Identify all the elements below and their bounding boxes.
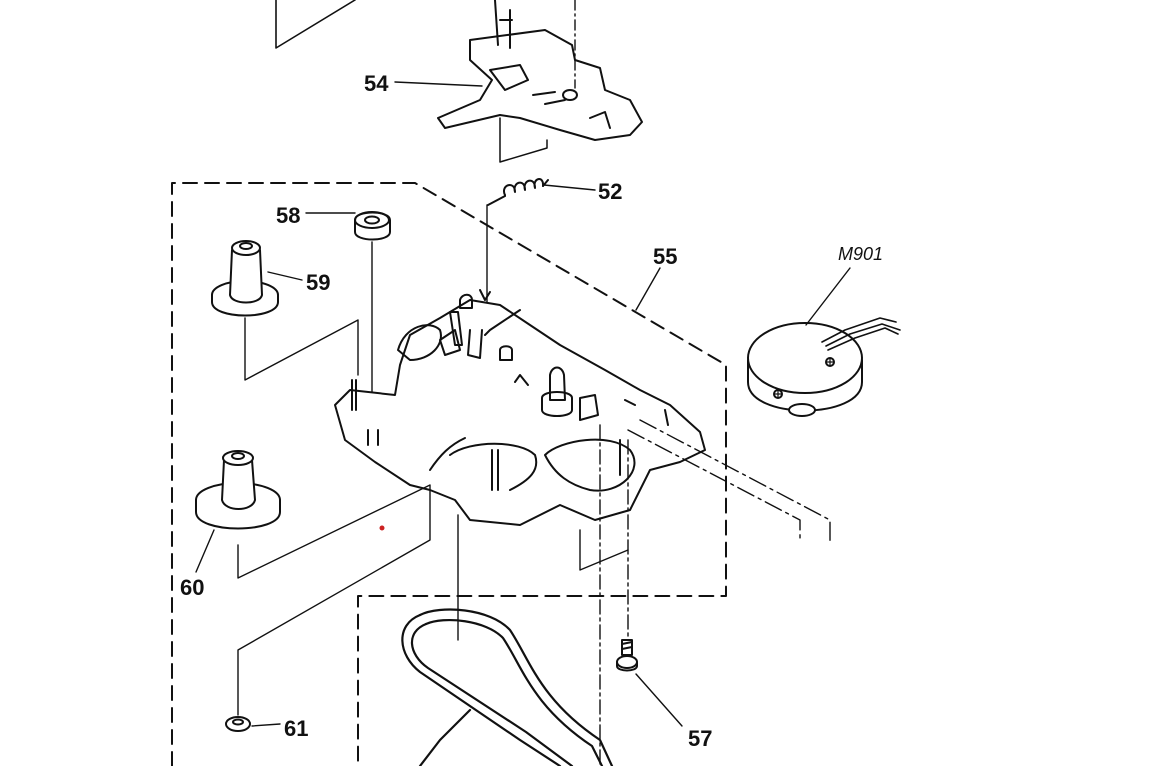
part-57-screw <box>616 639 638 672</box>
leader-59 <box>267 271 303 281</box>
part-58-cap <box>354 211 391 421</box>
alignment-lines <box>237 419 831 766</box>
label-52: 52 <box>598 179 622 204</box>
part-60-spindle <box>195 450 281 530</box>
main-chassis <box>334 289 706 526</box>
drive-belt <box>401 608 614 766</box>
part-54-lever-bracket <box>437 0 643 163</box>
label-m901: M901 <box>838 244 883 264</box>
label-61: 61 <box>284 716 308 741</box>
leader-60 <box>195 529 215 573</box>
leader-57 <box>635 673 683 727</box>
label-58: 58 <box>276 203 300 228</box>
label-59: 59 <box>306 270 330 295</box>
part-59-spindle <box>211 240 359 381</box>
leader-52 <box>543 184 596 191</box>
motor-m901 <box>747 317 901 417</box>
label-57: 57 <box>688 726 712 751</box>
label-55: 55 <box>653 244 677 269</box>
leader-55 <box>635 267 661 311</box>
marker-dot <box>379 525 385 531</box>
leader-61 <box>251 723 281 727</box>
assembly-55-boundary <box>171 182 727 766</box>
leader-54 <box>394 81 483 87</box>
leader-m901 <box>805 267 851 326</box>
upper-bracket-outline <box>275 0 356 49</box>
part-61-washer <box>225 716 251 732</box>
label-54: 54 <box>364 71 389 96</box>
label-60: 60 <box>180 575 204 600</box>
